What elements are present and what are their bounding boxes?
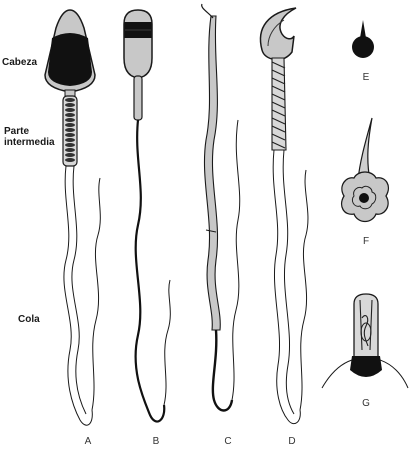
sperm-g-flagellum-left (321, 359, 353, 389)
sperm-d-midpiece (271, 57, 287, 151)
caption-c: C (224, 436, 231, 447)
sperm-a-nucleus (48, 33, 92, 86)
sperm-b-tail (134, 119, 166, 423)
sperm-c-flagellum-end (231, 119, 241, 401)
sperm-a-tail (63, 165, 93, 426)
sperm-d-flagellum-end (299, 169, 309, 411)
sperm-c (201, 3, 241, 412)
sperm-g (321, 293, 409, 389)
sperm-g-base (350, 356, 382, 377)
sperm-d-hook-head (259, 7, 297, 61)
sperm-b (123, 9, 171, 423)
caption-g: G (362, 398, 370, 409)
sperm-f-spike (357, 117, 373, 181)
caption-f: F (363, 236, 369, 247)
sperm-b-neck (133, 75, 143, 121)
sperm-e-spike (360, 20, 366, 38)
sperm-g-flagellum-right (379, 359, 409, 389)
sperm-e-body (352, 36, 374, 58)
figure-captions: A B C D E F G (85, 72, 370, 447)
caption-b: B (153, 436, 160, 447)
sperm-f (340, 117, 390, 223)
sperm-d-midpiece-spiral (271, 61, 286, 149)
sperm-c-tail (211, 329, 234, 412)
sperm-a-neck (64, 89, 76, 97)
sperm-a-tail-edge (71, 165, 87, 415)
sperm-f-nucleus (359, 193, 369, 203)
sperm-d-tail (272, 149, 301, 425)
sperm-a (44, 9, 101, 426)
sperm-c-body (203, 15, 221, 331)
caption-e: E (363, 72, 370, 83)
sperm-a-flagellum-end (91, 177, 101, 411)
sperm-d-tail-edge (282, 149, 295, 415)
sperm-c-tip (201, 3, 214, 19)
sperm-a-midpiece-coils (65, 98, 75, 162)
label-midpiece-line2: intermedia (4, 137, 55, 148)
sperm-e (352, 20, 374, 58)
label-head: Cabeza (2, 57, 37, 68)
caption-a: A (85, 436, 92, 447)
caption-d: D (288, 436, 295, 447)
sperm-b-head (123, 9, 153, 79)
sperm-b-flagellum-end (163, 279, 171, 406)
label-midpiece-line1: Parte (4, 126, 29, 137)
anatomy-labels: Cabeza Parte intermedia Cola (2, 57, 55, 325)
label-tail: Cola (18, 314, 40, 325)
sperm-d (259, 7, 309, 425)
